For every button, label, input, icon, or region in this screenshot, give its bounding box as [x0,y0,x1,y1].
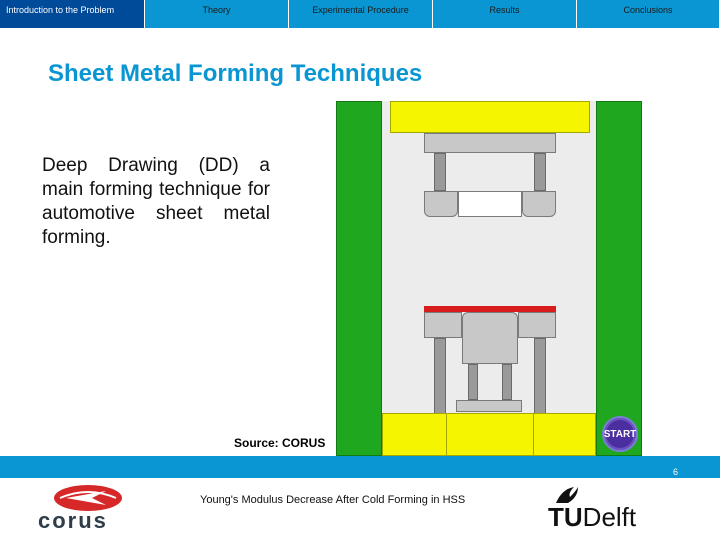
blank-holder-left [424,312,462,338]
tudelft-flame-logo [556,487,578,503]
upper-rod-right [534,153,546,191]
press-right-pillar [596,101,642,456]
upper-rod-left [434,153,446,191]
source-caption: Source: CORUS [234,436,326,450]
tab-theory[interactable]: Theory [145,0,289,28]
upper-crosshead [390,101,590,133]
tudelft-logo-tu: TU [548,502,583,532]
corus-logo-text: corus [38,508,108,533]
tab-experimental-procedure[interactable]: Experimental Procedure [289,0,433,28]
upper-die-right [522,191,556,217]
footer-presentation-title: Young's Modulus Decrease After Cold Form… [200,494,466,506]
tab-introduction[interactable]: Introduction to the Problem [0,0,145,28]
punch-rod-left [468,364,478,400]
upper-die-left [424,191,458,217]
tudelft-logo-text: TUDelft [548,502,636,533]
tab-conclusions[interactable]: Conclusions [577,0,720,28]
lower-bed-center [446,413,534,456]
top-navigation: Introduction to the Problem Theory Exper… [0,0,720,28]
press-left-pillar [336,101,382,456]
punch-rod-right [502,364,512,400]
slide-body-text: Deep Drawing (DD) a main forming techniq… [42,155,270,248]
start-button-label: START [603,428,637,440]
upper-plate [424,133,556,153]
tab-results[interactable]: Results [433,0,577,28]
punch [462,312,518,364]
sheet-blank [424,306,556,312]
corus-logo [54,485,122,511]
page-number: 6 [672,467,678,477]
press-background [336,101,642,456]
slide-title: Sheet Metal Forming Techniques [48,60,423,87]
blank-holder-right [518,312,556,338]
deep-drawing-press-diagram [336,101,642,456]
start-button[interactable]: START [602,416,638,452]
punch-base [456,400,522,412]
upper-die-gap [458,191,522,217]
footer-bar [0,456,720,478]
tudelft-logo-delft: Delft [582,502,637,532]
